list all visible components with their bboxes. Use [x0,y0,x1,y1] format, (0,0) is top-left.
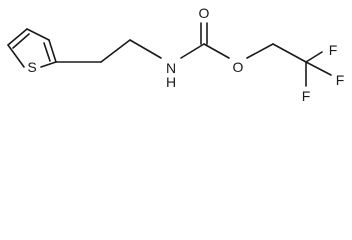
bond-ring-c3-c2-double [43,42,51,62]
ethyl-linker [55,39,162,63]
hydrogen-atom-label: H [166,74,176,90]
bond-cf3-f-right [305,61,332,76]
bond-ring-c5-c4-double [12,33,30,49]
sulfur-atom-label: S [27,59,36,75]
fluorine-top-label: F [329,42,338,58]
bond-carbonyl-ester-oxygen [203,43,230,59]
bond-nh-carbonyl [180,43,205,59]
ester-oxygen-label: O [233,59,244,75]
fluorine-bottom-label: F [302,88,311,104]
bond-ch2-cf3 [272,43,307,63]
carbamate-group: O O [180,5,244,75]
bond-ring-s-c5 [7,44,25,68]
bond-cf3-f-top [305,51,323,63]
carbonyl-oxygen-label: O [199,5,210,21]
bond-ring-c5-c4 [7,28,28,46]
bond-ch2-ch2 [100,39,131,63]
bond-ch2-nh [129,39,162,59]
bond-ring-c3-c2 [48,39,57,63]
fluorine-right-label: F [336,72,345,88]
structural-formula: S N H O O F F F [7,5,345,104]
trifluoroethyl-group: F F F [246,42,345,104]
bond-ring-c4-c3 [26,28,50,41]
thiophene-ring: S [7,28,57,75]
bond-ring-c2-s [40,61,57,68]
nitrogen-atom-label: N [166,60,176,76]
amine-group: N H [166,60,176,90]
bond-ester-oxygen-ch2 [246,43,274,59]
